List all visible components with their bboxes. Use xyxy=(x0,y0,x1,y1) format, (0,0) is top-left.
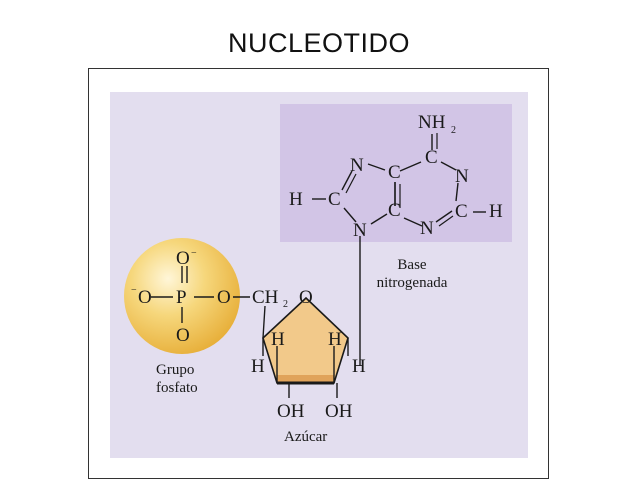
sugar-h-right: H xyxy=(352,356,366,377)
atom-c4: C xyxy=(388,200,401,221)
phosphate-bridge-oxygen: O xyxy=(217,287,231,308)
atom-n3: N xyxy=(420,218,434,239)
atom-c6: C xyxy=(425,147,438,168)
atom-n9: N xyxy=(353,220,367,241)
sugar-h-top-left: H xyxy=(271,329,285,350)
atom-h8: H xyxy=(289,189,303,210)
phosphate-top-charge: − xyxy=(191,248,197,259)
base-double-bonds xyxy=(345,133,454,227)
base-bonds xyxy=(312,134,486,366)
atom-c5: C xyxy=(388,162,401,183)
phosphate-left-charge: − xyxy=(131,285,137,296)
sugar-oh-right: OH xyxy=(325,401,353,422)
amino-group-label: NH xyxy=(418,112,446,133)
sugar-label: Azúcar xyxy=(284,429,327,445)
atom-h2: H xyxy=(489,201,503,222)
nitrogenous-base-box xyxy=(280,104,512,242)
base-label-line2: nitrogenada xyxy=(377,275,448,291)
atom-n7: N xyxy=(350,155,364,176)
sugar-h-left: H xyxy=(251,356,265,377)
ch2-group: CH xyxy=(252,287,279,308)
phosphate-bottom-oxygen: O xyxy=(176,325,190,346)
phosphate-label-line2: fosfato xyxy=(156,380,198,396)
ch2-subscript: 2 xyxy=(283,299,288,310)
phosphate-label-line1: Grupo xyxy=(156,362,194,378)
amino-subscript: 2 xyxy=(451,125,456,136)
atom-n1: N xyxy=(455,166,469,187)
phosphate-top-oxygen: O xyxy=(176,248,190,269)
sugar-h-top-right: H xyxy=(328,329,342,350)
phosphorus-atom: P xyxy=(176,287,187,308)
ring-oxygen: O xyxy=(299,287,313,308)
base-label-line1: Base xyxy=(397,257,427,273)
phosphate-left-oxygen: O xyxy=(138,287,152,308)
page-title: NUCLEOTIDO xyxy=(227,28,411,58)
sugar-oh-left: OH xyxy=(277,401,305,422)
phosphate-sphere xyxy=(124,238,240,354)
sugar-ring-bottom-edge xyxy=(277,375,334,383)
phosphate-bonds xyxy=(151,266,250,323)
atom-c2: C xyxy=(455,201,468,222)
sugar-ring xyxy=(262,296,349,384)
sugar-bonds xyxy=(262,305,349,398)
atom-c8: C xyxy=(328,189,341,210)
